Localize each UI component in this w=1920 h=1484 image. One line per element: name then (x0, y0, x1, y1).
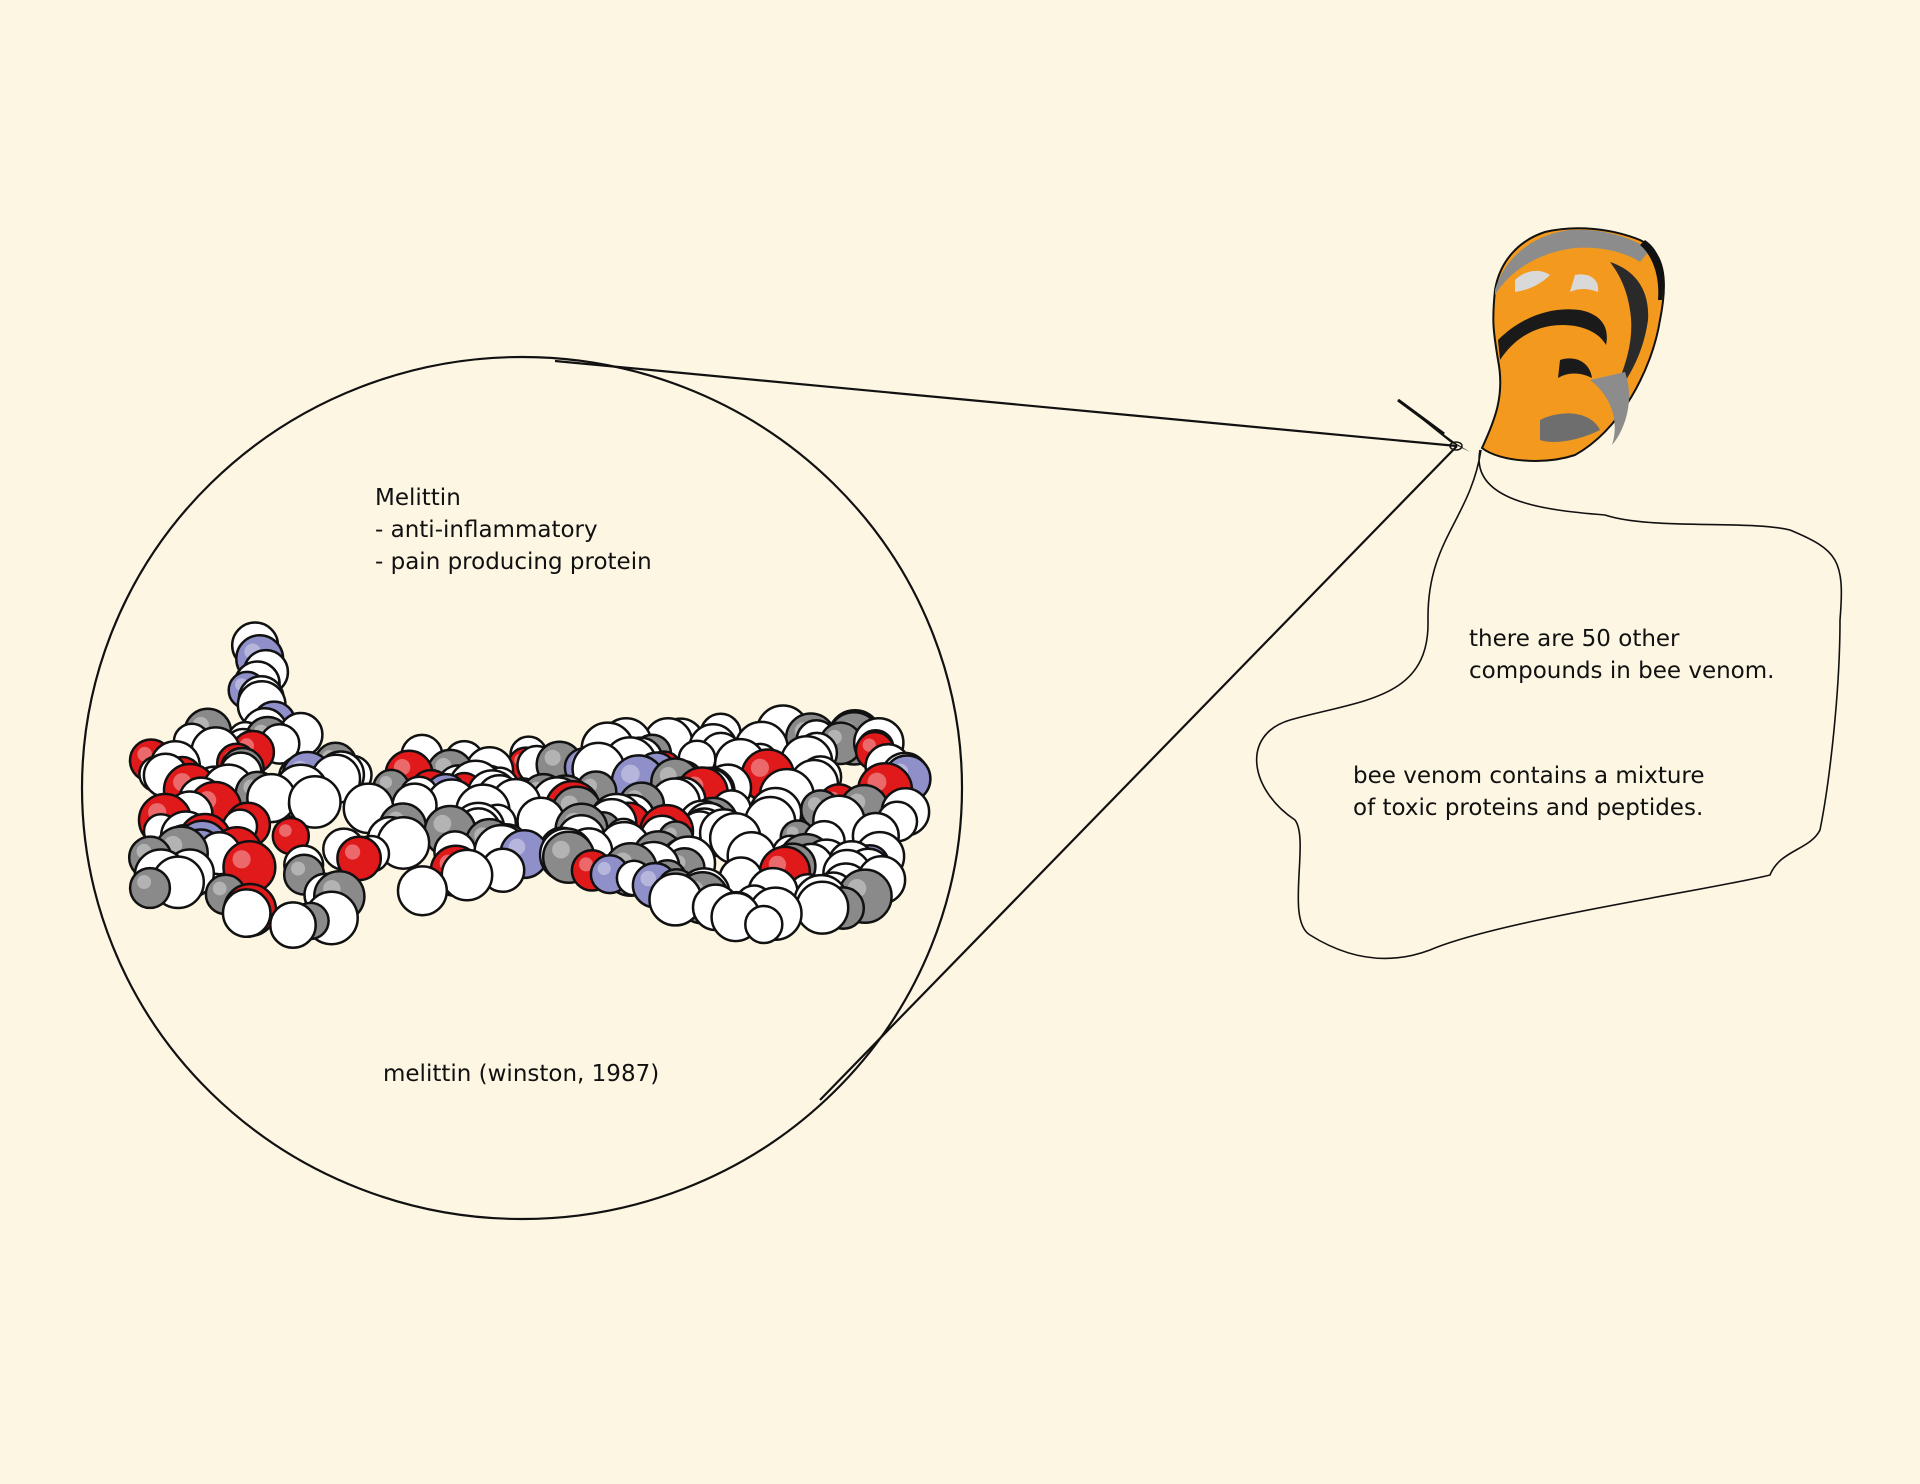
atom-sphere (269, 901, 317, 950)
atom-sphere (396, 865, 449, 917)
venom-note: bee venom contains a mixture of toxic pr… (1353, 760, 1705, 824)
atom-highlight (345, 844, 361, 860)
zoom-connector-bottom (819, 445, 1458, 1101)
melittin-bullet-2: - pain producing protein (375, 549, 652, 575)
compounds-note-line-1: there are 50 other (1469, 626, 1680, 652)
zoom-connector-top (554, 359, 1458, 448)
atom-highlight (291, 861, 306, 876)
atom-sphere (440, 848, 494, 902)
compounds-note-line-2: compounds in bee venom. (1469, 658, 1775, 684)
atom-highlight (621, 764, 640, 784)
compounds-note: there are 50 other compounds in bee veno… (1469, 623, 1774, 687)
melittin-label-block: Melittin - anti-inflammatory - pain prod… (375, 482, 652, 578)
atom-sphere (221, 888, 272, 939)
atom-highlight (597, 861, 611, 876)
atom-highlight (137, 875, 152, 889)
atom-sphere (744, 904, 784, 945)
atom-highlight (862, 738, 876, 752)
atom-highlight (552, 840, 570, 859)
atom-highlight (232, 850, 251, 869)
bee-stinger-icon (1395, 227, 1665, 462)
atom-highlight (212, 881, 227, 896)
atom-highlight (579, 857, 593, 872)
atom-highlight (379, 776, 393, 789)
atom-highlight (640, 870, 657, 887)
atom-highlight (750, 758, 770, 777)
zoom-circle (80, 355, 964, 1221)
melittin-molecule-icon (127, 621, 932, 950)
venom-note-line-2: of toxic proteins and peptides. (1353, 795, 1704, 821)
atom-sphere (795, 880, 850, 935)
atom-sphere (287, 774, 342, 829)
callout-balloon (1255, 449, 1843, 960)
atom-highlight (433, 814, 452, 833)
venom-note-line-1: bee venom contains a mixture (1353, 763, 1705, 789)
melittin-title: Melittin (375, 485, 461, 511)
atom-highlight (544, 749, 561, 766)
atom-sphere (128, 866, 172, 910)
melittin-bullet-1: - anti-inflammatory (375, 517, 598, 543)
atom-highlight (279, 824, 292, 837)
molecule-caption: melittin (winston, 1987) (383, 1061, 660, 1087)
